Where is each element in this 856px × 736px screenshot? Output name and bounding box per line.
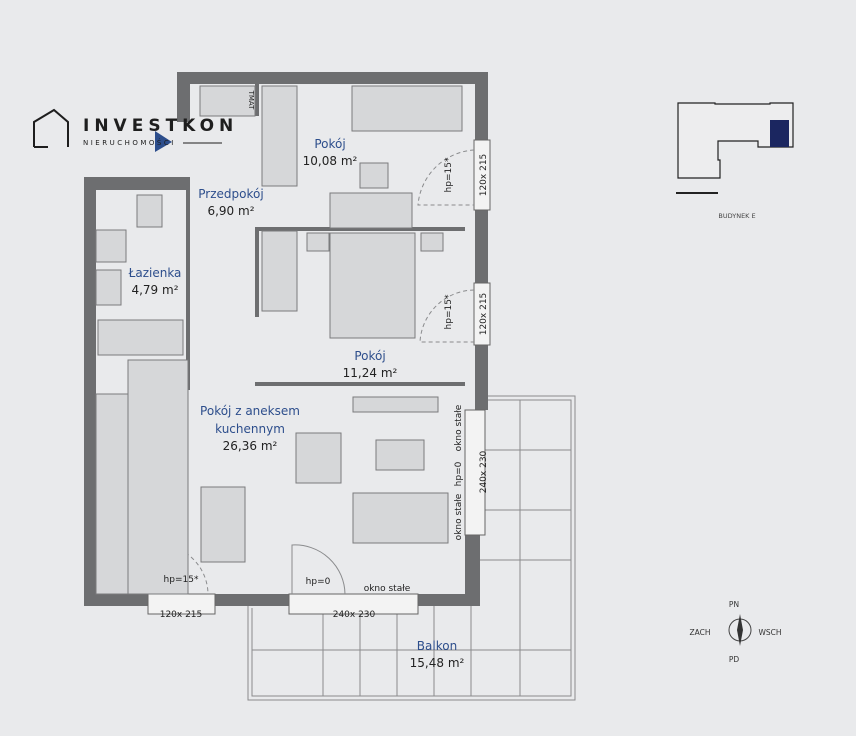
compass-west: ZACH	[689, 628, 710, 637]
room-name: Łazienka	[128, 266, 182, 280]
apartment-highlight	[770, 120, 789, 147]
investkon-logo: INVESTKON NIERUCHOMOŚCI	[33, 108, 238, 148]
fixed-window-note: okno stałe	[364, 584, 411, 594]
sill-height: hp=15*	[444, 157, 454, 192]
room-area: 4,79 m²	[131, 283, 178, 297]
brand-subtitle: NIERUCHOMOŚCI	[83, 138, 176, 147]
room-name: Pokój z aneksem	[200, 404, 300, 418]
window-size: 120x 215	[479, 293, 489, 336]
key-plan: BUDYNEK E	[676, 102, 794, 220]
room-name: Pokój	[314, 137, 345, 151]
entrance-arrow-icon	[155, 131, 172, 152]
window-size: 240x 230	[479, 450, 489, 493]
building-label: BUDYNEK E	[718, 212, 755, 220]
room-area: 26,36 m²	[223, 439, 278, 453]
room-area: 10,08 m²	[303, 154, 358, 168]
room-area: 6,90 m²	[207, 204, 254, 218]
window-size: 240x 230	[333, 610, 376, 620]
room-area: 15,48 m²	[410, 656, 465, 670]
walls	[84, 72, 488, 606]
windows	[147, 139, 491, 615]
furniture	[95, 85, 463, 595]
compass-east: WSCH	[758, 628, 781, 637]
sill-height: hp=0	[306, 577, 331, 587]
compass-north: PN	[729, 600, 739, 609]
room-name: Balkon	[417, 639, 457, 653]
window-size: 120x 215	[479, 154, 489, 197]
room-name: kuchennym	[215, 422, 285, 436]
room-name: Pokój	[354, 349, 385, 363]
sill-height: hp=15*	[444, 294, 454, 329]
house-icon	[33, 108, 69, 148]
brand-name: INVESTKON	[83, 116, 238, 136]
room-area: 11,24 m²	[343, 366, 398, 380]
compass-icon: PN PD ZACH WSCH	[689, 600, 781, 664]
sill-height: hp=15*	[164, 575, 199, 585]
sill-height: hp=0	[454, 461, 464, 486]
fixed-window-note: okno stałe	[454, 493, 464, 540]
compass-south: PD	[729, 655, 740, 664]
window-size: 120x 215	[160, 610, 203, 620]
balcony	[247, 395, 576, 701]
fixed-window-note: okno stałe	[454, 404, 464, 451]
room-name: Przedpokój	[198, 187, 263, 201]
shaft-label: TMAT	[247, 90, 255, 111]
